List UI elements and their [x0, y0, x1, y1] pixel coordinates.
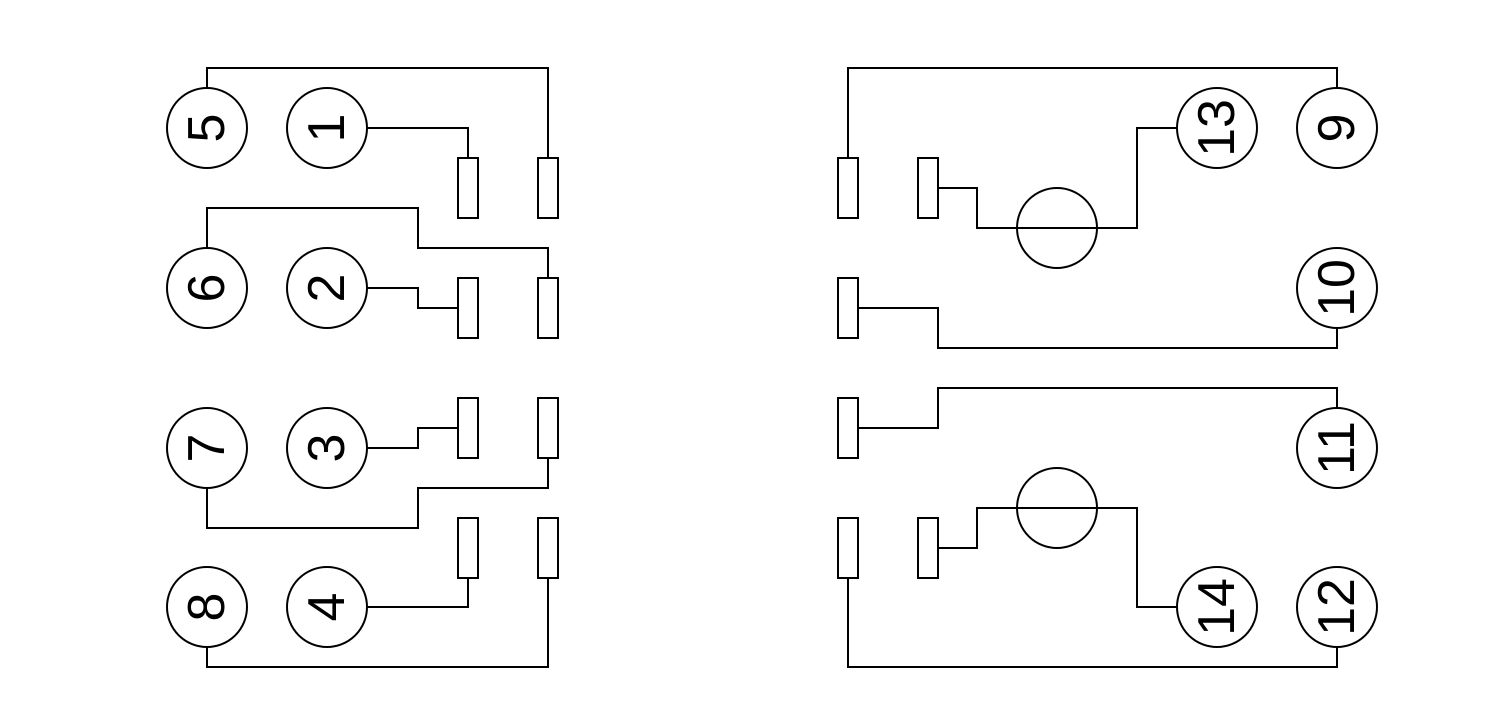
terminal-10: 10 [1296, 247, 1378, 329]
terminal-4-label: 4 [298, 593, 356, 622]
wire-3 [367, 427, 458, 449]
terminal-6: 6 [166, 247, 248, 329]
wire-4 [367, 578, 469, 608]
contact-14 [917, 517, 939, 579]
terminal-11: 11 [1296, 407, 1378, 489]
contact-8 [537, 517, 559, 579]
wire-1 [367, 127, 469, 158]
terminal-8: 8 [166, 566, 248, 648]
terminal-4: 4 [286, 566, 368, 648]
wire-10 [858, 307, 1338, 349]
terminal-14: 14 [1176, 566, 1258, 648]
terminal-11-label: 11 [1308, 421, 1366, 475]
terminal-9: 9 [1296, 87, 1378, 169]
wire-5 [206, 67, 549, 158]
contact-2 [457, 277, 479, 339]
contact-4 [457, 517, 479, 579]
terminal-8-label: 8 [178, 593, 236, 622]
wire-8 [206, 578, 549, 668]
terminal-3: 3 [286, 407, 368, 489]
contact-3 [457, 397, 479, 459]
terminal-3-label: 3 [298, 434, 356, 463]
terminal-6-label: 6 [178, 274, 236, 303]
wire-11 [858, 387, 1338, 429]
terminal-2-label: 2 [298, 274, 356, 303]
wire-12 [847, 578, 1338, 668]
contact-7 [537, 397, 559, 459]
wire-2 [367, 287, 458, 309]
contact-1 [457, 157, 479, 219]
contact-13 [917, 157, 939, 219]
terminal-12: 12 [1296, 566, 1378, 648]
terminal-5-label: 5 [178, 114, 236, 143]
contact-11 [837, 397, 859, 459]
wire-7 [206, 458, 549, 529]
wire-9 [847, 67, 1338, 158]
wire-6 [206, 207, 549, 278]
terminal-13-label: 13 [1188, 99, 1246, 157]
right-coil-block: 13 9 10 11 14 12 [837, 67, 1378, 668]
contact-10 [837, 277, 859, 339]
terminal-7: 7 [166, 407, 248, 489]
terminal-7-label: 7 [178, 434, 236, 463]
terminal-5: 5 [166, 87, 248, 169]
terminal-14-label: 14 [1188, 578, 1246, 636]
terminal-12-label: 12 [1308, 578, 1366, 636]
terminal-13: 13 [1176, 87, 1258, 169]
terminal-9-label: 9 [1308, 114, 1366, 143]
contact-5 [537, 157, 559, 219]
contact-6 [537, 277, 559, 339]
contact-12 [837, 517, 859, 579]
contact-9 [837, 157, 859, 219]
terminal-2: 2 [286, 247, 368, 329]
terminal-1: 1 [286, 87, 368, 169]
terminal-1-label: 1 [298, 114, 356, 143]
terminal-10-label: 10 [1308, 259, 1366, 317]
left-contact-block: 5 1 6 2 7 3 8 4 [166, 67, 559, 668]
